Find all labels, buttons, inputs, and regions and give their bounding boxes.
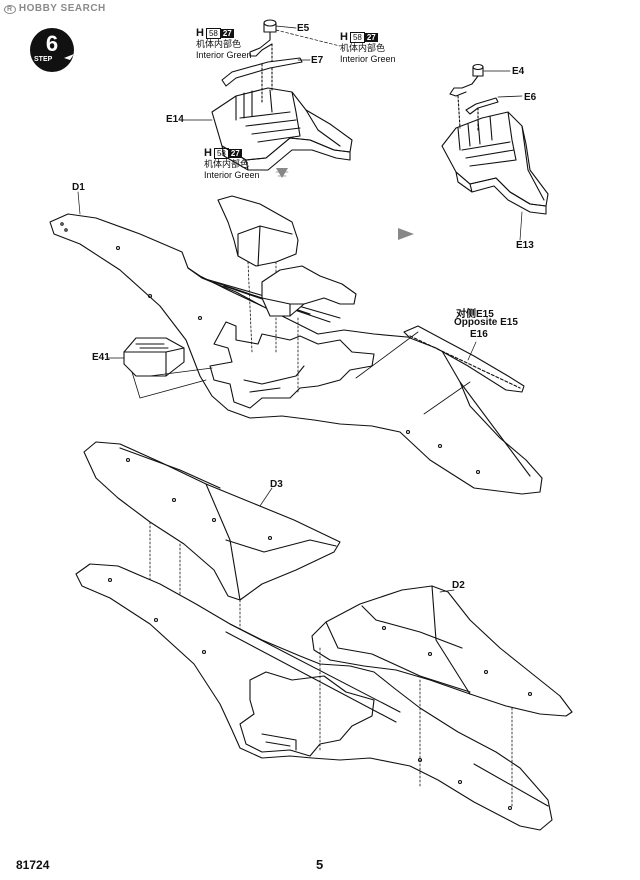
paint-code: 58 bbox=[213, 148, 229, 159]
part-label-e13: E13 bbox=[516, 240, 534, 251]
paint-code: 58 bbox=[349, 32, 365, 43]
opposite-note-en: Opposite E15 bbox=[454, 317, 518, 328]
registered-mark: R bbox=[4, 5, 16, 14]
part-label-d3: D3 bbox=[270, 479, 283, 490]
part-e13-drawing bbox=[441, 111, 549, 215]
paint-code: 58 bbox=[205, 28, 221, 39]
part-d1-drawing bbox=[49, 213, 543, 495]
watermark: R HOBBY SEARCH bbox=[4, 3, 106, 14]
paint-letter: H bbox=[204, 147, 212, 159]
step-plane-icon bbox=[64, 54, 74, 60]
paint-name-en: Interior Green bbox=[204, 170, 260, 180]
step-label: STEP bbox=[34, 56, 53, 63]
paint-letter: H bbox=[196, 27, 204, 39]
paint-number: 27 bbox=[220, 29, 234, 38]
part-label-e7: E7 bbox=[311, 55, 324, 66]
paint-name-en: Interior Green bbox=[196, 50, 252, 60]
paint-name-zh: 机体内部色 bbox=[196, 39, 242, 49]
part-label-e5: E5 bbox=[297, 23, 310, 34]
page-number: 5 bbox=[316, 857, 324, 872]
paint-name-zh: 机体内部色 bbox=[340, 43, 386, 53]
paint-letter: H bbox=[340, 31, 348, 43]
paint-arrow-lines bbox=[275, 171, 289, 177]
opposite-note-zh: 对侧E15 bbox=[456, 309, 494, 320]
label-leaders bbox=[77, 119, 523, 593]
part-lower-wing-drawing bbox=[75, 563, 553, 831]
paint-name-en: Interior Green bbox=[340, 54, 396, 64]
part-d2-drawing bbox=[311, 585, 573, 809]
paint-arrow-icon bbox=[276, 168, 288, 178]
direction-arrow-icon bbox=[398, 228, 414, 240]
step-badge: 6 STEP bbox=[30, 28, 74, 72]
part-label-e4: E4 bbox=[512, 66, 525, 77]
part-e5-e7-drawing bbox=[221, 19, 341, 105]
part-label-d2: D2 bbox=[452, 580, 465, 591]
part-e14-drawing bbox=[211, 87, 353, 171]
kit-code: 81724 bbox=[16, 858, 50, 872]
part-label-d1: D1 bbox=[72, 182, 85, 193]
paint-number: 27 bbox=[228, 149, 242, 158]
step-number: 6 bbox=[45, 31, 59, 56]
paint-name-zh: 机体内部色 bbox=[204, 159, 250, 169]
part-e4-e6-drawing bbox=[449, 63, 523, 131]
part-label-e16: E16 bbox=[470, 329, 488, 340]
cockpit-sidewall-drawing bbox=[217, 195, 357, 395]
part-e41-drawing bbox=[123, 337, 213, 399]
watermark-text: HOBBY SEARCH bbox=[18, 3, 106, 14]
paint-number: 27 bbox=[364, 33, 378, 42]
part-e16-drawing bbox=[355, 325, 525, 415]
part-label-e6: E6 bbox=[524, 92, 537, 103]
part-label-e41: E41 bbox=[92, 352, 110, 363]
part-label-e14: E14 bbox=[166, 114, 184, 125]
